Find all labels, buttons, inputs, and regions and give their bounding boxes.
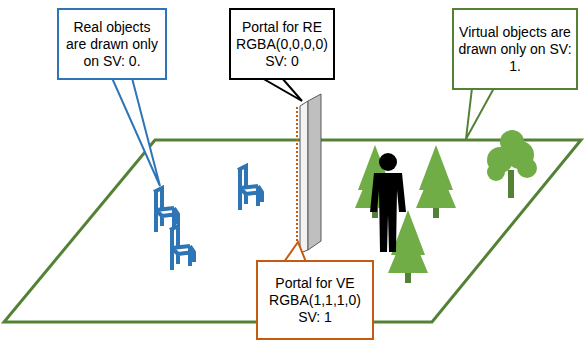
- callout-text: Portal for VE: [262, 275, 368, 292]
- callout-text: RGBA(0,0,0,0): [235, 36, 329, 53]
- chair: [154, 188, 178, 232]
- callout-text: Real objects are drawn only on SV: 0.: [63, 19, 161, 70]
- callout-box: Portal for VERGBA(1,1,1,0)SV: 1: [256, 260, 374, 340]
- tree: [416, 145, 456, 218]
- chair: [238, 166, 262, 210]
- portal: [297, 94, 321, 254]
- callout-box: Real objects are drawn only on SV: 0.: [57, 8, 167, 80]
- callout-text: RGBA(1,1,1,0): [262, 292, 368, 309]
- callout-tail: [284, 242, 306, 262]
- callout-box: Virtual objects are drawn only on SV: 1.: [452, 8, 578, 90]
- callout-box: Portal for RERGBA(0,0,0,0)SV: 0: [229, 8, 335, 80]
- chair: [170, 226, 194, 270]
- person: [370, 153, 406, 252]
- callout-text: Virtual objects are drawn only on SV: 1.: [458, 24, 572, 75]
- callout-text: SV: 1: [262, 309, 368, 326]
- callout-text: SV: 0: [235, 53, 329, 70]
- floor: [4, 140, 581, 322]
- callout-text: Portal for RE: [235, 19, 329, 36]
- callout-tail: [112, 78, 160, 186]
- callout-tail: [466, 88, 494, 139]
- round-tree: [487, 130, 537, 198]
- callout-tail: [262, 78, 302, 101]
